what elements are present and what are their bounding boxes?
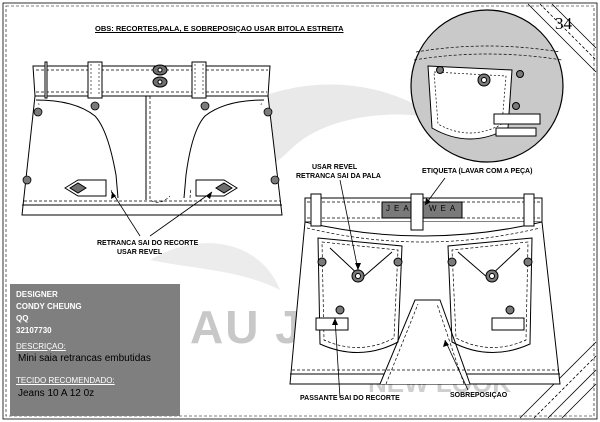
info-box: DESIGNER CONDY CHEUNG QQ 32107730 DESCRI… — [10, 284, 180, 416]
tecido-value: Jeans 10 A 12 0z — [18, 388, 95, 399]
label-patch-text-right: WEA — [429, 204, 460, 213]
label-patch-text-left: JEA — [386, 204, 413, 213]
qq-number: 32107730 — [16, 326, 52, 335]
designer-name: CONDY CHEUNG — [16, 302, 82, 311]
callout-sobreposicao: SOBREPOSIÇAO — [450, 392, 508, 399]
callout-passante: PASSANTE SAI DO RECORTE — [300, 395, 400, 402]
descricao-label: DESCRIÇAO: — [16, 342, 66, 351]
descricao-value: Mini saia retrancas embutidas — [18, 353, 151, 364]
callout-usar-revel-line2: RETRANCA SAI DA PALA — [296, 173, 381, 180]
tecido-label: TECIDO RECOMENDADO: — [16, 376, 115, 385]
callout-etiqueta: ETIQUETA (LAVAR COM A PEÇA) — [422, 168, 533, 175]
callout-retranca-recorte-line1: RETRANCA SAI DO RECORTE — [97, 240, 199, 247]
corner-ribbon-top-right — [527, 3, 597, 73]
page-number: 34 — [555, 14, 572, 33]
designer-label: DESIGNER — [16, 290, 58, 299]
obs-note: OBS: RECORTES,PALA, E SOBREPOSIÇAO USAR … — [95, 24, 344, 33]
callout-retranca-recorte-line2: USAR REVEL — [117, 249, 163, 256]
qq-label: QQ — [16, 314, 29, 323]
callout-usar-revel-line1: USAR REVEL — [312, 164, 358, 171]
